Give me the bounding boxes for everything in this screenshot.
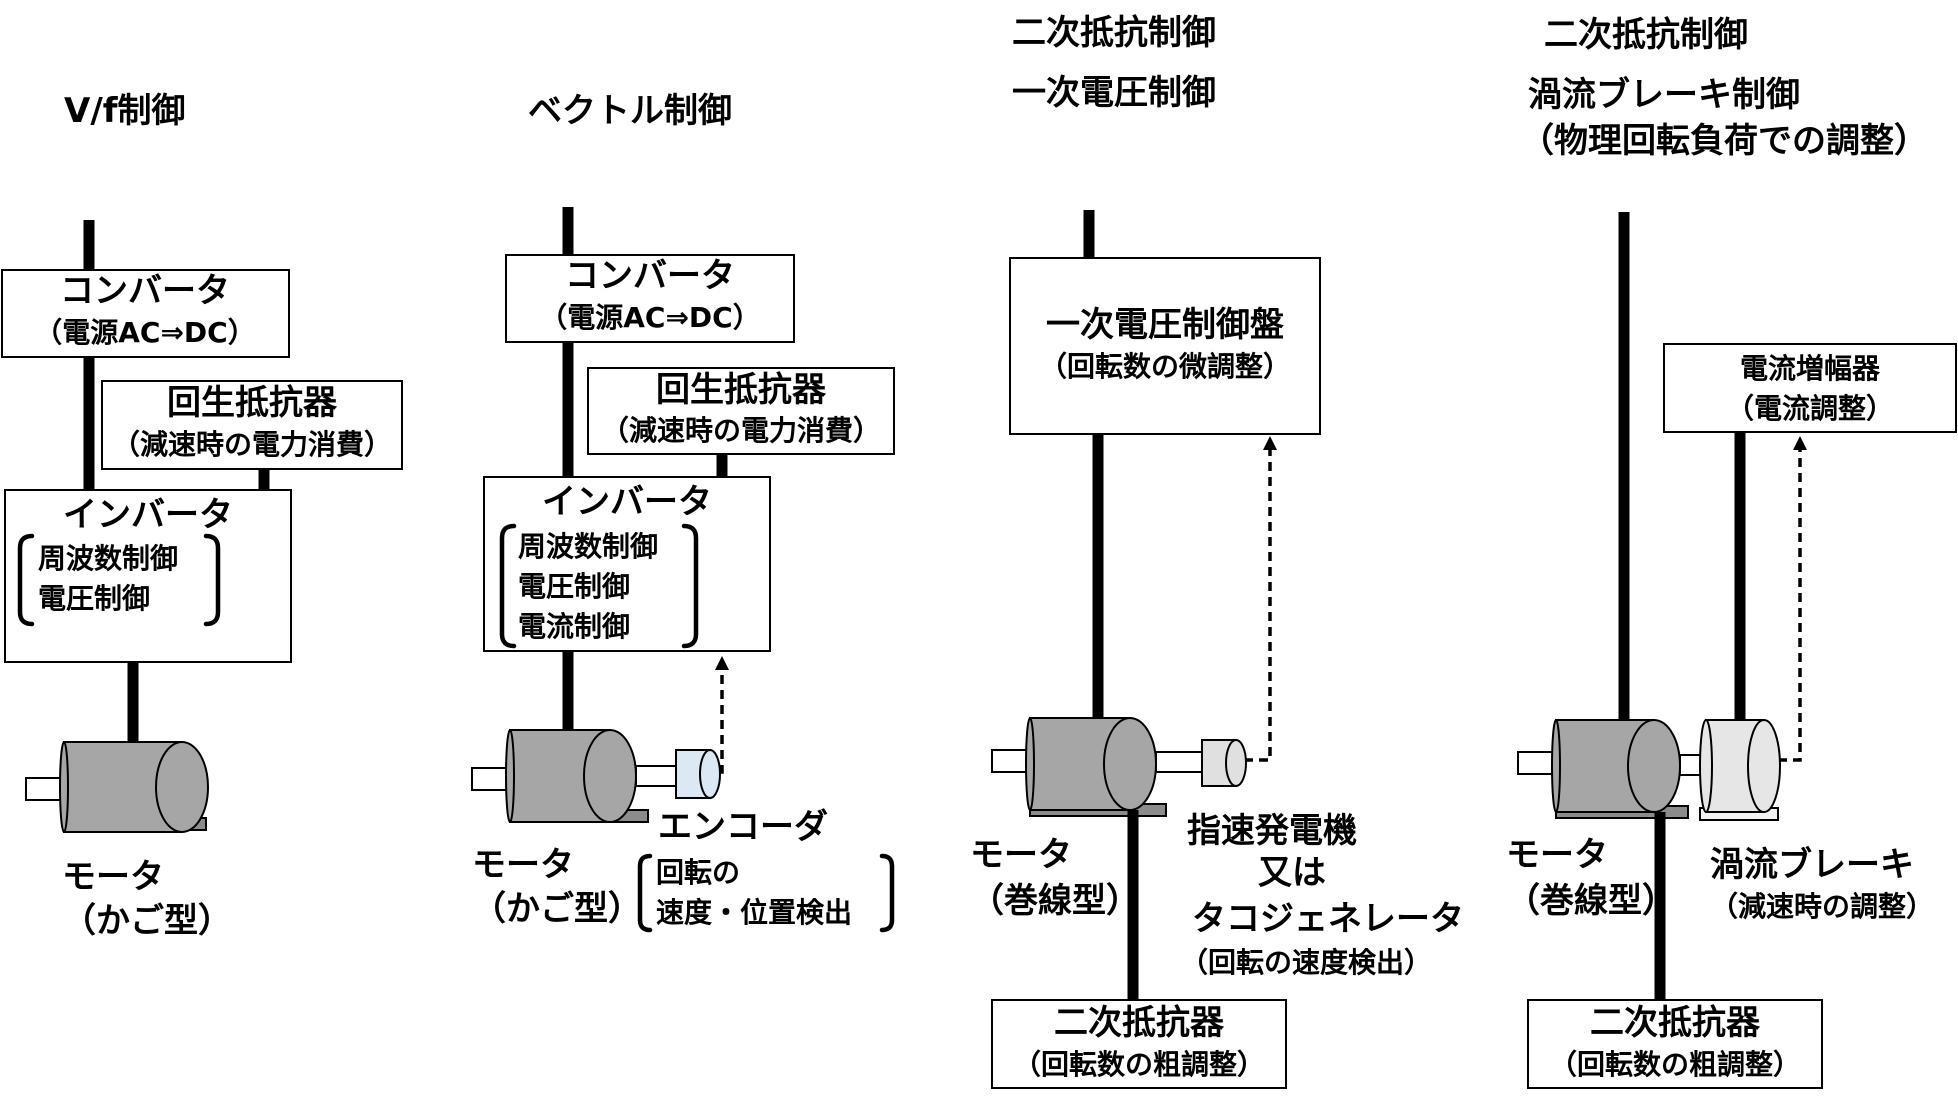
tachogenerator-face: [1225, 739, 1247, 787]
motor-label: モータ: [970, 835, 1072, 875]
inverter-item: 周波数制御: [38, 542, 178, 575]
secondary-resistor-box: [1527, 999, 1823, 1089]
generator-line: 又は: [1258, 853, 1326, 893]
bracket-left: [637, 853, 653, 933]
title-vf: V/f制御: [64, 91, 186, 131]
motor-sub: （巻線型）: [1506, 881, 1676, 921]
motor-front-cap: [1627, 719, 1681, 813]
voltage-control-panel-box: [1009, 257, 1321, 435]
feedback-arrow-head: [1793, 436, 1807, 450]
feedback-arrow-head: [715, 656, 729, 670]
brake-rear: [1699, 719, 1713, 813]
encoder-item: 速度・位置検出: [656, 896, 852, 929]
brake-sub: （減速時の調整）: [1710, 890, 1934, 923]
title-primary-voltage: 一次電圧制御: [1012, 73, 1216, 113]
tachogenerator: [1201, 739, 1247, 787]
feedback-dashed-line: [1244, 450, 1272, 762]
bracket-left: [17, 533, 35, 627]
motor-sub: （巻線型）: [970, 881, 1140, 921]
panel-sub: （回転数の微調整）: [1039, 350, 1291, 383]
motor-rear: [505, 729, 515, 823]
feedback-dashed-line: [720, 668, 724, 774]
motor-squirrel-cage: [471, 729, 679, 823]
motor-front-cap: [1103, 717, 1157, 811]
inverter-label: インバータ: [63, 495, 233, 535]
motor-rear: [1551, 719, 1561, 813]
motor-squirrel-cage: [25, 741, 209, 833]
feedback-arrow-head: [1263, 436, 1277, 450]
resistor-label: 二次抵抗器: [1590, 1003, 1761, 1043]
motor-label: モータ: [62, 857, 164, 897]
title-secondary-resistance: 二次抵抗制御: [1544, 15, 1748, 55]
panel-label: 一次電圧制御盤: [1046, 305, 1284, 345]
title-vector: ベクトル制御: [528, 91, 732, 131]
encoder-item: 回転の: [656, 856, 740, 889]
encoder-label: エンコーダ: [658, 807, 828, 847]
motor-wound-rotor: [1517, 719, 1707, 819]
bracket-right: [879, 853, 895, 933]
encoder: [675, 749, 721, 799]
converter-box: [1, 269, 290, 358]
column-eddy-brake-control: 二次抵抗制御 渦流ブレーキ制御 （物理回転負荷での調整） 電流増幅器 （電流調整…: [1506, 15, 1957, 1089]
regen-label: 回生抵抗器: [167, 383, 338, 423]
regen-label: 回生抵抗器: [656, 370, 827, 410]
encoder-face: [699, 749, 721, 799]
inverter-item: 電圧制御: [518, 570, 630, 603]
converter-label: コンバータ: [565, 256, 735, 296]
column-vf-control: V/f制御 コンバータ （電源AC⇒DC） 回生抵抗器 （減速時の電力消費） イ…: [1, 91, 403, 941]
bracket-left: [499, 523, 517, 649]
converter-label: コンバータ: [60, 271, 230, 311]
column-primary-voltage-control: 二次抵抗制御 一次電圧制御 一次電圧制御盤 （回転数の微調整） モータ （巻線型…: [970, 13, 1464, 1089]
motor-rear: [59, 741, 69, 833]
inverter-box: [483, 476, 771, 652]
amplifier-sub: （電流調整）: [1726, 392, 1894, 425]
generator-line: タコジェネレータ: [1192, 899, 1464, 939]
motor-label: モータ: [1506, 835, 1608, 875]
generator-sub: （回転の速度検出）: [1180, 946, 1432, 979]
converter-sub: （電源AC⇒DC）: [539, 301, 760, 334]
inverter-item: 電圧制御: [38, 582, 150, 615]
bracket-right: [681, 523, 699, 649]
motor-sub: （かご型）: [472, 889, 642, 929]
inverter-item: 電流制御: [518, 610, 630, 643]
regen-resistor-box: [587, 367, 895, 455]
converter-sub: （電源AC⇒DC）: [34, 316, 255, 349]
inverter-item: 周波数制御: [518, 530, 658, 563]
eddy-current-brake: [1699, 719, 1781, 821]
regen-resistor-box: [101, 380, 403, 470]
feedback-dashed-line: [1778, 450, 1802, 762]
inverter-box: [4, 489, 292, 663]
bracket-right: [203, 533, 221, 627]
resistor-label: 二次抵抗器: [1054, 1003, 1225, 1043]
title-secondary-resistance: 二次抵抗制御: [1012, 13, 1216, 53]
converter-box: [505, 254, 795, 343]
generator-line: 指速発電機: [1187, 811, 1357, 851]
motor-output-shaft: [635, 765, 679, 787]
secondary-resistor-box: [991, 999, 1287, 1089]
title-physical-load: （物理回転負荷での調整）: [1520, 121, 1928, 161]
motor-front-cap: [155, 741, 209, 833]
motor-output-shaft: [1155, 751, 1203, 773]
resistor-sub: （回転数の粗調整）: [1013, 1048, 1265, 1081]
regen-sub: （減速時の電力消費）: [601, 414, 881, 447]
motor-rear: [1025, 717, 1035, 811]
column-vector-control: ベクトル制御 コンバータ （電源AC⇒DC） 回生抵抗器 （減速時の電力消費） …: [471, 91, 895, 933]
motor-label: モータ: [472, 845, 574, 885]
resistor-sub: （回転数の粗調整）: [1549, 1048, 1801, 1081]
motor-wound-rotor: [991, 717, 1203, 817]
regen-sub: （減速時の電力消費）: [112, 428, 392, 461]
current-amplifier-box: [1663, 343, 1957, 433]
brake-label: 渦流ブレーキ: [1710, 845, 1914, 885]
amplifier-label: 電流増幅器: [1740, 352, 1881, 385]
inverter-label: インバータ: [542, 482, 712, 522]
brake-face: [1747, 719, 1781, 813]
motor-front-cap: [583, 729, 637, 823]
motor-sub: （かご型）: [62, 901, 232, 941]
title-eddy-brake: 渦流ブレーキ制御: [1528, 75, 1800, 115]
